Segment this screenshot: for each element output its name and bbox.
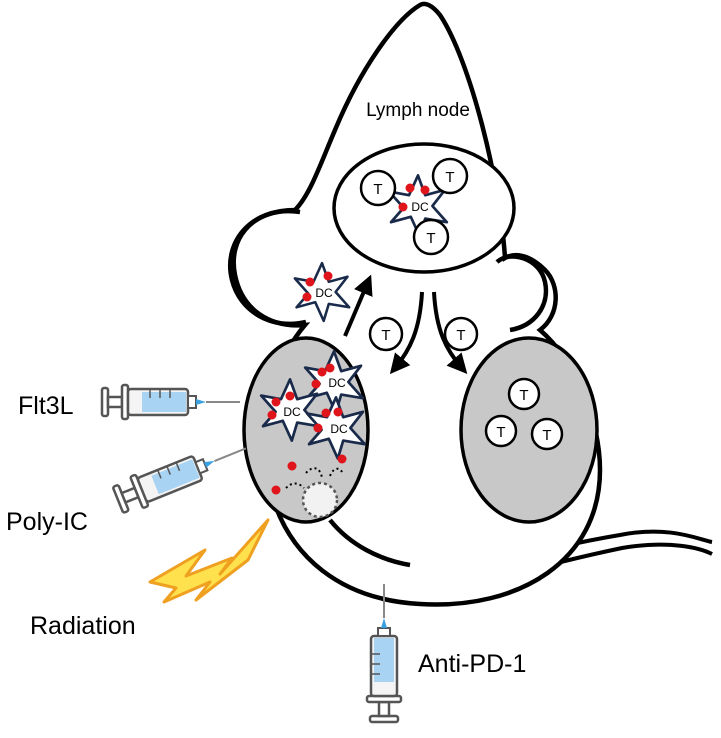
t-cell-label: T (426, 230, 435, 247)
antigen-dot (267, 410, 277, 420)
antigen-dot (287, 461, 297, 471)
antigen-dot (285, 391, 295, 401)
antigen-dot (333, 407, 343, 417)
antigen-dot (302, 292, 312, 302)
dying-tumor-cell (301, 481, 339, 519)
t-cell-label: T (445, 169, 454, 186)
antigen-dot (321, 408, 331, 418)
dc-label-tumor: DC (330, 422, 348, 436)
syringe-icon (365, 582, 403, 724)
t-cell-label: T (373, 181, 382, 198)
release-dots (329, 467, 343, 477)
poly-ic-label: Poly-IC (6, 508, 88, 536)
t-cell (359, 169, 397, 207)
arrow-icon (343, 274, 373, 337)
antigen-dot (271, 485, 281, 495)
radiation-label: Radiation (30, 612, 136, 640)
t-cell-label: T (542, 427, 551, 444)
antigen-dot (323, 271, 333, 281)
dc-label-tumor: DC (328, 376, 346, 390)
dc-label-migrating: DC (315, 286, 333, 300)
t-cell (530, 417, 564, 451)
mouse-leg-curve (328, 518, 411, 568)
antigen-dot (398, 202, 408, 212)
dc-label-tumor: DC (283, 405, 301, 419)
antigen-dot (311, 379, 321, 389)
anti-pd1-label: Anti-PD-1 (418, 650, 526, 678)
lightning-icon (148, 518, 270, 604)
t-cell (431, 157, 469, 195)
antigen-dot (420, 185, 430, 195)
t-cell-label: T (456, 327, 465, 344)
t-cell (443, 316, 479, 352)
arrow-icon (389, 291, 424, 375)
arrow-icon (432, 291, 468, 374)
antigen-dot (271, 397, 281, 407)
flt3l-label: Flt3L (18, 392, 74, 420)
release-dots (285, 482, 305, 489)
t-cell-label: T (381, 327, 390, 344)
syringe-icon (110, 431, 254, 518)
dc-label-lymph: DC (411, 200, 429, 214)
t-cell (412, 218, 450, 256)
t-cell-label: T (519, 387, 528, 404)
lymph-node-label: Lymph node (366, 100, 470, 121)
syringe-icon (100, 383, 242, 421)
antigen-dot (313, 423, 323, 433)
antigen-dot (317, 367, 327, 377)
t-cell (484, 414, 518, 448)
antigen-dot (305, 277, 315, 287)
antigen-dot (325, 363, 335, 373)
t-cell-label: T (496, 424, 505, 441)
t-cell (507, 377, 541, 411)
mouse-ear-left (228, 208, 307, 327)
antigen-dot (405, 183, 415, 193)
release-dots (305, 467, 323, 479)
t-cell (368, 316, 404, 352)
antigen-dot (337, 454, 347, 464)
mouse-ear-right (495, 254, 549, 333)
tumor-distant (459, 336, 599, 524)
